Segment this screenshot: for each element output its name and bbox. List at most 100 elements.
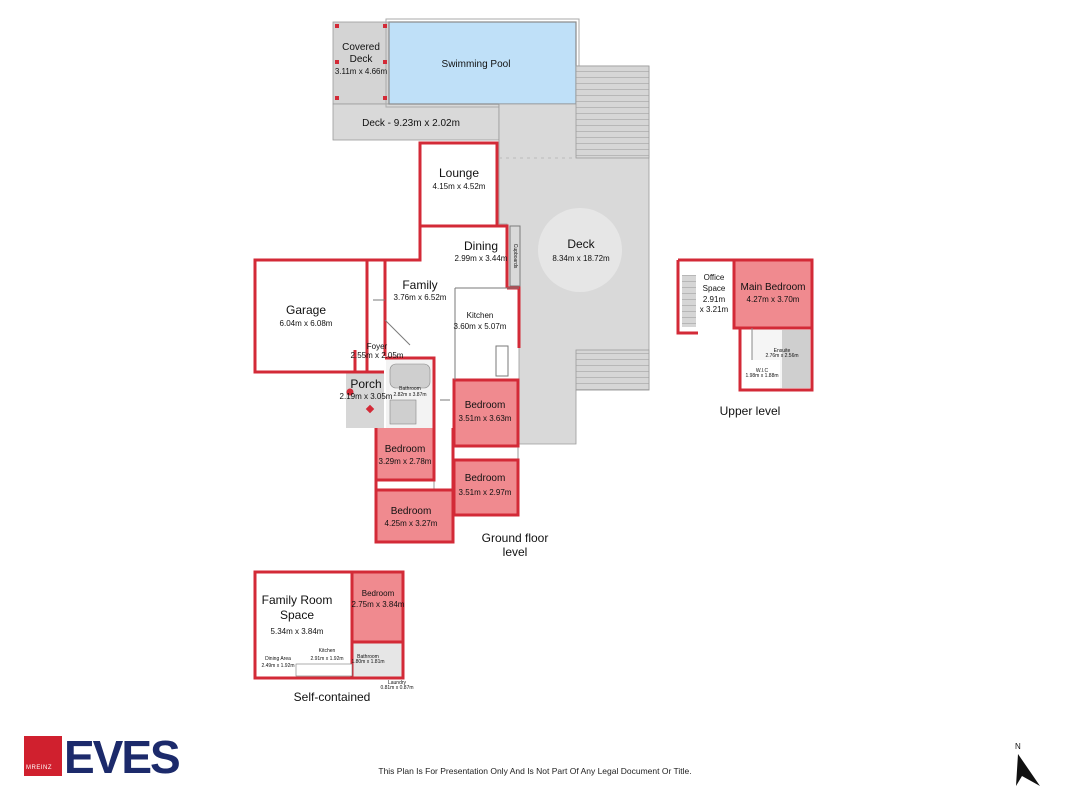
lounge-room xyxy=(420,144,497,226)
label-garage: Garage xyxy=(286,303,326,317)
dim-bedroom-self: 2.75m x 3.84m xyxy=(352,600,405,609)
ensuite-shower xyxy=(782,330,810,388)
dim-deck-big: 8.34m x 18.72m xyxy=(552,254,610,263)
label-main-bedroom: Main Bedroom xyxy=(740,282,805,293)
dim-office-line: x 3.21m xyxy=(700,305,729,314)
level-caption-upper: Upper level xyxy=(719,404,781,418)
logo-wordmark: EVES xyxy=(64,731,181,783)
dim-family: 3.76m x 6.52m xyxy=(394,293,447,302)
wic-room xyxy=(740,360,780,390)
bathroom-shower xyxy=(389,399,417,425)
label-family-room-line: Space xyxy=(280,608,314,622)
label-office-line: Office xyxy=(704,273,725,282)
bedroom-1-room xyxy=(454,380,518,446)
label-deck-big: Deck xyxy=(567,237,595,251)
label-family-room-line: Family Room xyxy=(262,593,333,607)
dim-bedroom-4: 4.25m x 3.27m xyxy=(385,519,438,528)
stairs-bottom xyxy=(575,349,650,391)
ground-walls xyxy=(253,141,521,544)
level-caption-ground: Ground floor level xyxy=(481,531,549,559)
label-lounge: Lounge xyxy=(439,166,479,180)
label-laundry: Laundry xyxy=(388,680,407,686)
dim-dining: 2.99m x 3.44m xyxy=(455,254,508,263)
covered-deck xyxy=(332,21,390,105)
label-cupboards: Cupboards xyxy=(512,244,518,269)
stairs-upper xyxy=(682,275,696,327)
ground-thin-walls xyxy=(373,225,521,401)
level-caption-self: Self-contained xyxy=(293,690,371,704)
swimming-pool xyxy=(388,21,577,105)
label-bedroom-4: Bedroom xyxy=(391,506,432,517)
label-office-line: Space xyxy=(703,284,726,293)
label-kitchen-self: Kitchen xyxy=(319,648,336,654)
dim-main-bedroom: 4.27m x 3.70m xyxy=(747,295,800,304)
kitchen-bench xyxy=(295,663,353,677)
bedroom-4-room xyxy=(376,490,453,542)
covered-deck-posts xyxy=(335,24,387,100)
bedroom-self-room xyxy=(352,572,402,642)
eves-logo: MREINZ EVES xyxy=(24,731,224,783)
self-walls xyxy=(253,570,405,680)
dim-covered-deck: 3.11m x 4.66m xyxy=(335,67,388,76)
deck-small xyxy=(332,103,500,141)
label-bathroom-self: Bathroom xyxy=(357,654,379,660)
label-dining-area: Dining Area xyxy=(265,656,291,662)
label-bedroom-3: Bedroom xyxy=(465,473,506,484)
label-covered-deck-line: Deck xyxy=(350,54,374,65)
north-arrow-icon: N xyxy=(1006,740,1046,790)
disclaimer-text: This Plan Is For Presentation Only And I… xyxy=(378,766,692,776)
bedroom-3-room xyxy=(454,460,518,515)
logo-sub: MREINZ xyxy=(26,765,52,771)
label-kitchen: Kitchen xyxy=(467,311,494,320)
logo-red-block xyxy=(24,736,62,776)
porch-area xyxy=(346,372,384,428)
dim-lounge: 4.15m x 4.52m xyxy=(433,182,486,191)
garage-room xyxy=(255,260,367,371)
dim-laundry: 0.81m x 0.87m xyxy=(380,685,413,691)
dim-bedroom-3: 3.51m x 2.97m xyxy=(459,488,512,497)
label-dining: Dining xyxy=(464,239,498,253)
family-room-space xyxy=(255,572,352,678)
deck-light-fixture xyxy=(538,208,622,292)
label-bedroom-1: Bedroom xyxy=(465,400,506,411)
label-family: Family xyxy=(402,278,437,292)
dim-foyer: 2.55m x 2.05m xyxy=(351,351,404,360)
label-ensuite: Ensuite xyxy=(774,348,791,354)
dim-wic: 1.98m x 1.88m xyxy=(745,373,778,379)
dim-porch: 2.19m x 3.05m xyxy=(340,392,393,401)
label-covered-deck-line: Covered xyxy=(342,42,380,53)
label-deck-small: Deck - 9.23m x 2.02m xyxy=(362,118,460,129)
dim-family-room: 5.34m x 3.84m xyxy=(271,627,324,636)
dim-bathroom: 2.82m x 3.87m xyxy=(393,392,426,398)
dim-kitchen-self: 2.91m x 1.92m xyxy=(310,656,343,662)
dim-bedroom-1: 3.51m x 3.63m xyxy=(459,414,512,423)
main-bedroom-room xyxy=(734,260,812,328)
north-label: N xyxy=(1015,742,1021,751)
dim-office-line: 2.91m xyxy=(703,295,726,304)
bathroom-self-room xyxy=(352,642,402,678)
dim-garage: 6.04m x 6.08m xyxy=(280,319,333,328)
porch-post-icon xyxy=(346,388,354,396)
label-bedroom-self: Bedroom xyxy=(362,589,395,598)
porch-post-icon-2 xyxy=(365,404,375,414)
label-bedroom-2: Bedroom xyxy=(385,444,426,455)
self-contained-unit xyxy=(253,570,405,680)
label-porch: Porch xyxy=(350,377,381,391)
dim-ensuite: 2.76m x 2.56m xyxy=(765,353,798,359)
bedroom-2-room xyxy=(376,428,434,480)
label-pool: Swimming Pool xyxy=(442,59,511,70)
dim-bedroom-2: 3.29m x 2.78m xyxy=(379,457,432,466)
wardrobe-2 xyxy=(453,445,519,461)
label-foyer: Foyer xyxy=(367,342,388,351)
label-wic: W.I.C xyxy=(756,368,769,374)
bathroom-tub xyxy=(389,363,431,389)
dim-dining-area: 2.49m x 1.92m xyxy=(261,663,294,669)
ground-floor xyxy=(253,141,521,544)
dim-kitchen: 3.60m x 5.07m xyxy=(454,322,507,331)
deck-area xyxy=(332,18,650,445)
